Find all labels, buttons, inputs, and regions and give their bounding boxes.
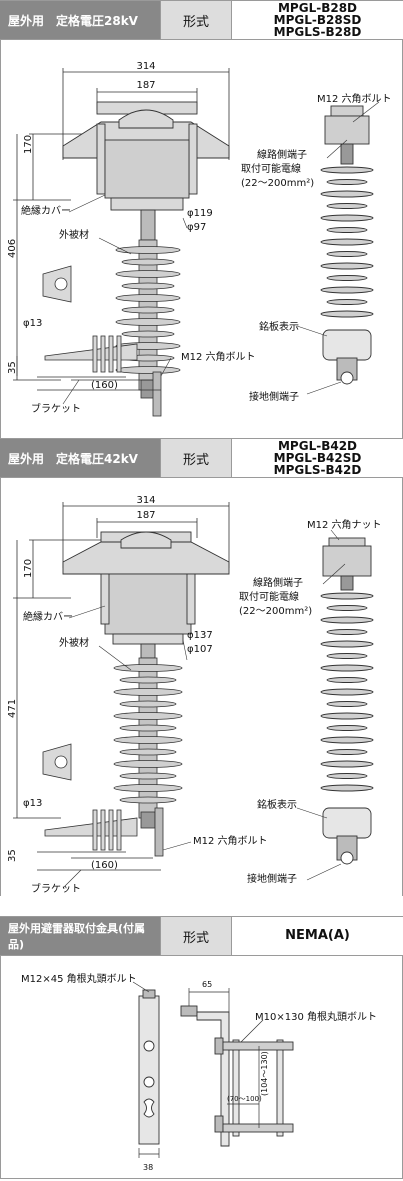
s2-nut-top: M12 六角ナット — [307, 519, 382, 531]
s3-bolt130: M10×130 角根丸頭ボルト — [255, 1010, 377, 1023]
section2-model-2: MPGL-B42SD — [273, 451, 362, 465]
s2-dim-170: 170 — [23, 559, 34, 578]
section2-model-3: MPGLS-B42D — [273, 463, 362, 477]
arrester-42kv-drawing: 314 187 170 471 φ137 φ107 φ13 35 (160) M… — [7, 495, 382, 895]
section1-label: 屋外用 定格電圧28kV — [0, 1, 160, 39]
s2-sheath: 外被材 — [59, 636, 89, 649]
s2-dim-471: 471 — [7, 699, 18, 718]
s2-bolt-bottom: M12 六角ボルト — [193, 835, 268, 847]
s1-dim-314: 314 — [136, 61, 155, 72]
section1-model-2: MPGL-B28SD — [273, 13, 362, 27]
s2-bracket: ブラケット — [31, 882, 81, 895]
s2-dim-107: φ107 — [187, 644, 213, 655]
section2-label: 屋外用 定格電圧42kV — [0, 439, 160, 477]
section1-model-3: MPGLS-B28D — [273, 25, 362, 39]
s2-dim-13: φ13 — [23, 798, 42, 809]
s1-sheath: 外被材 — [59, 228, 89, 241]
s3-bolt45: M12×45 角根丸頭ボルト — [21, 972, 137, 985]
s2-line-term: 線路側端子 — [253, 576, 303, 589]
s2-nameplate: 銘板表示 — [257, 798, 297, 811]
s1-bolt-top: M12 六角ボルト — [317, 93, 392, 105]
s3-dim-38: 38 — [143, 1163, 153, 1172]
s1-dim-406: 406 — [7, 239, 18, 258]
s3-dim-65: 65 — [202, 980, 212, 989]
section3-header: 屋外用避雷器取付金具(付属品) 形式 NEMA(A) — [0, 916, 403, 956]
mounting-bracket-drawing: M12×45 角根丸頭ボルト M10×130 角根丸頭ボルト 65 38 (10… — [21, 972, 377, 1172]
s3-dim-70: (70～100) — [227, 1095, 262, 1103]
section2-models: MPGL-B42D MPGL-B42SD MPGLS-B42D — [232, 439, 403, 477]
section3-label: 屋外用避雷器取付金具(付属品) — [0, 917, 160, 955]
section1-model-1: MPGL-B28D — [277, 1, 358, 15]
section2-header: 屋外用 定格電圧42kV 形式 MPGL-B42D MPGL-B42SD MPG… — [0, 438, 403, 478]
s1-cover: 絶縁カバー — [21, 204, 71, 217]
section1-kind: 形式 — [160, 1, 232, 39]
s1-dim-187: 187 — [136, 80, 155, 91]
section3-diagram: M12×45 角根丸頭ボルト M10×130 角根丸頭ボルト 65 38 (10… — [0, 956, 403, 1179]
s1-dim-119: φ119 — [187, 208, 213, 219]
s2-dim-187: 187 — [136, 510, 155, 521]
section2-kind: 形式 — [160, 439, 232, 477]
s2-dim-137: φ137 — [187, 630, 213, 641]
s1-dim-13: φ13 — [23, 318, 42, 329]
s2-dim-314: 314 — [136, 495, 155, 506]
section3-model: NEMA(A) — [285, 928, 350, 943]
s1-dim-97: φ97 — [187, 222, 206, 233]
s3-dim-104: (104～130) — [260, 1051, 269, 1096]
arrester-28kv-drawing: 314 187 170 406 φ119 φ97 φ13 35 (160) M1… — [7, 61, 392, 417]
section1-diagram: 314 187 170 406 φ119 φ97 φ13 35 (160) M1… — [0, 40, 403, 438]
s1-dim-170: 170 — [23, 135, 34, 154]
section2-model-1: MPGL-B42D — [277, 439, 358, 453]
section1-models: MPGL-B28D MPGL-B28SD MPGLS-B28D — [232, 1, 403, 39]
s1-bracket: ブラケット — [31, 402, 81, 415]
s1-wire1: 取付可能電線 — [241, 162, 301, 175]
s2-wire2: (22～200mm²) — [239, 606, 312, 617]
s2-ground: 接地側端子 — [247, 872, 297, 885]
section2-diagram: 314 187 170 471 φ137 φ107 φ13 35 (160) M… — [0, 478, 403, 896]
s1-dim-160: (160) — [91, 380, 118, 391]
s2-cover: 絶縁カバー — [23, 610, 73, 623]
s2-wire1: 取付可能電線 — [239, 590, 299, 603]
s1-ground: 接地側端子 — [249, 390, 299, 403]
s1-wire2: (22～200mm²) — [241, 178, 314, 189]
section3-models: NEMA(A) — [232, 917, 403, 955]
section1-header: 屋外用 定格電圧28kV 形式 MPGL-B28D MPGL-B28SD MPG… — [0, 0, 403, 40]
s1-nameplate: 銘板表示 — [259, 320, 299, 333]
s1-line-term: 線路側端子 — [257, 148, 307, 161]
s2-dim-160: (160) — [91, 860, 118, 871]
s1-bolt-bottom: M12 六角ボルト — [181, 351, 256, 363]
s2-dim-35: 35 — [7, 849, 18, 862]
s1-dim-35: 35 — [7, 361, 18, 374]
section3-kind: 形式 — [160, 917, 232, 955]
